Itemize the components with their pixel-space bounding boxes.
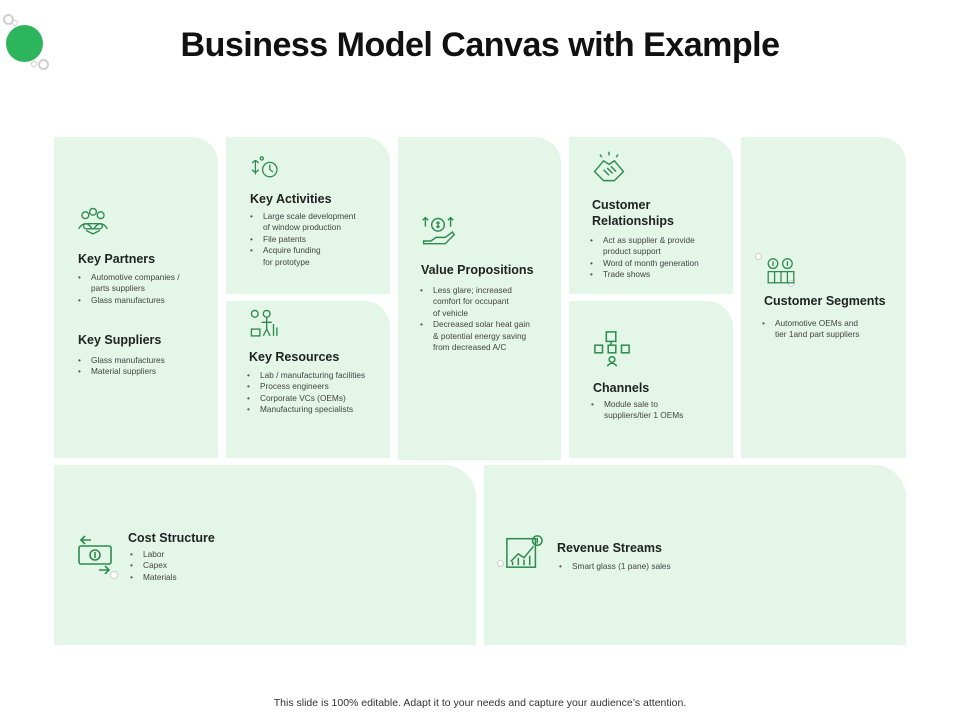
channels-icon [592, 330, 632, 368]
list-item: Glass manufactures [78, 295, 213, 307]
channels-list: Module sale to suppliers/tier 1 OEMs [591, 399, 729, 422]
logo-ring-small [12, 20, 18, 26]
deco-ring [755, 253, 762, 260]
deco-ring [110, 571, 118, 579]
logo-dot [6, 25, 43, 62]
footer-note: This slide is 100% editable. Adapt it to… [273, 697, 687, 709]
list-item: Lab / manufacturing facilities [247, 370, 387, 382]
list-item: Smart glass (1 pane) sales [559, 561, 759, 573]
list-item: Less glare; increased comfort for occupa… [420, 285, 558, 319]
logo-ring-small [31, 61, 37, 67]
list-item: Module sale to suppliers/tier 1 OEMs [591, 399, 729, 422]
page-title: Business Model Canvas with Example [180, 26, 780, 64]
list-item: File patents [250, 234, 385, 246]
revenue-chart-icon [505, 533, 543, 571]
key-resources-heading: Key Resources [249, 350, 340, 364]
list-item: Material suppliers [78, 366, 213, 378]
segments-icon [763, 254, 799, 286]
list-item: Capex [130, 560, 250, 572]
list-item: Large scale development of window produc… [250, 211, 385, 234]
revenue-streams-heading: Revenue Streams [557, 541, 662, 555]
channels-panel [569, 301, 733, 458]
revenue-streams-list: Smart glass (1 pane) sales [559, 561, 759, 573]
list-item: Trade shows [590, 269, 730, 281]
customer-segments-heading: Customer Segments [764, 294, 886, 308]
list-item: Acquire funding for prototype [250, 245, 385, 268]
key-partners-heading: Key Partners [78, 252, 156, 266]
key-activities-list: Large scale development of window produc… [250, 211, 385, 268]
value-propositions-heading: Value Propositions [421, 263, 534, 277]
activities-icon [248, 152, 282, 184]
list-item: Manufacturing specialists [247, 404, 387, 416]
list-item: Glass manufactures [78, 355, 213, 367]
cost-icon [75, 534, 115, 575]
cost-structure-list: Labor Capex Materials [130, 549, 250, 584]
deco-ring [497, 560, 504, 567]
revenue-streams-panel [484, 465, 906, 645]
list-item: Automotive companies / parts suppliers [78, 272, 213, 295]
list-item: Labor [130, 549, 250, 561]
customer-segments-panel [741, 137, 906, 458]
deco-ring [788, 280, 795, 287]
partners-icon [76, 205, 110, 239]
value-propositions-list: Less glare; increased comfort for occupa… [420, 285, 558, 353]
customer-relationships-list: Act as supplier & provide product suppor… [590, 235, 730, 281]
list-item: Act as supplier & provide product suppor… [590, 235, 730, 258]
cost-structure-panel [54, 465, 476, 645]
list-item: Automotive OEMs and tier 1and part suppl… [762, 318, 902, 341]
list-item: Corporate VCs (OEMs) [247, 393, 387, 405]
list-item: Materials [130, 572, 250, 584]
key-resources-list: Lab / manufacturing facilities Process e… [247, 370, 387, 416]
cost-structure-heading: Cost Structure [128, 531, 215, 545]
logo-ring-small [38, 59, 49, 70]
handshake-icon [591, 150, 627, 186]
customer-segments-list: Automotive OEMs and tier 1and part suppl… [762, 318, 902, 341]
key-partners-list: Automotive companies / parts suppliers G… [78, 272, 213, 307]
resources-icon [248, 307, 282, 341]
key-activities-heading: Key Activities [250, 192, 332, 206]
channels-heading: Channels [593, 381, 650, 395]
list-item: Decreased solar heat gain & potential en… [420, 319, 558, 353]
list-item: Process engineers [247, 381, 387, 393]
list-item: Word of month generation [590, 258, 730, 270]
key-suppliers-list: Glass manufactures Material suppliers [78, 355, 213, 378]
value-hand-icon [420, 214, 456, 250]
customer-relationships-heading: Customer Relationships [592, 198, 674, 228]
key-suppliers-heading: Key Suppliers [78, 333, 162, 347]
logo-ring-small [3, 14, 14, 25]
